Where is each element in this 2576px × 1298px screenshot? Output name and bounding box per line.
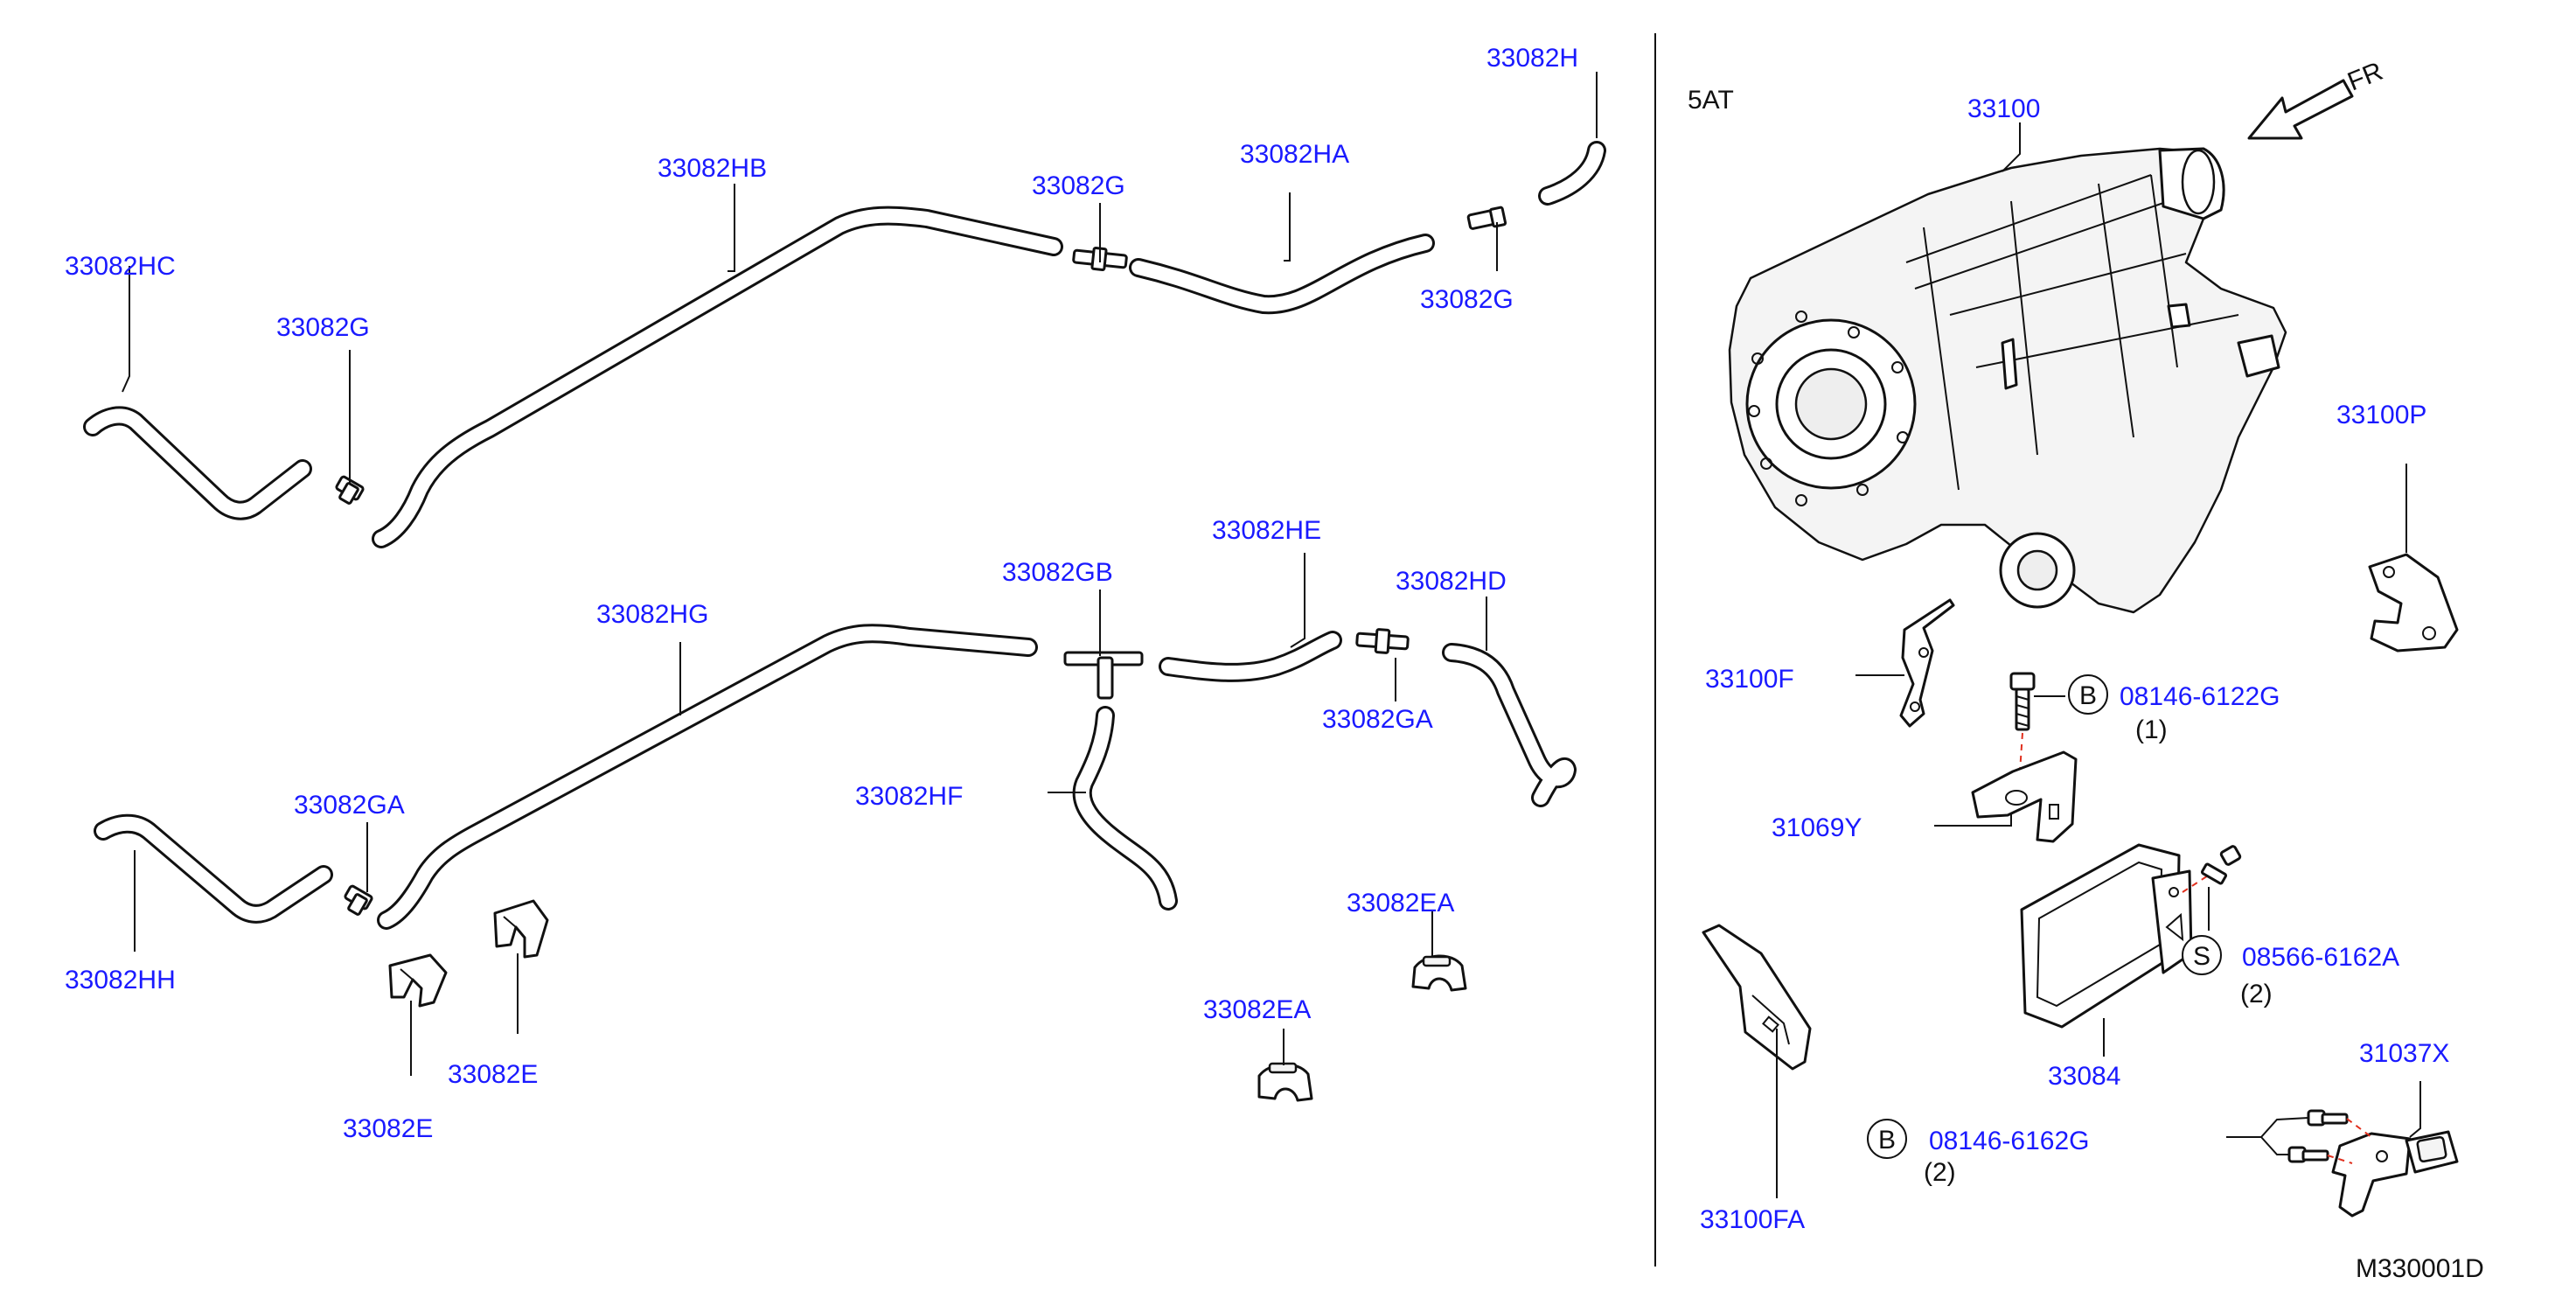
hose-33082H[interactable] [1538,141,1606,206]
bolt-08146-6162G-lower[interactable] [2287,1146,2329,1163]
hose-33082HC[interactable] [83,406,312,520]
screw-08566-6162A[interactable] [2200,845,2242,885]
label-33082HC[interactable]: 33082HC [65,252,176,281]
label-33082G-right[interactable]: 33082G [1420,285,1514,314]
tee-33082GB[interactable] [1063,651,1144,700]
sensor-31037X[interactable] [2331,1130,2459,1218]
label-33082HG[interactable]: 33082HG [596,600,708,629]
fastener-symbol: S [2193,942,2210,971]
fitting-33082GA-right[interactable] [1355,628,1410,654]
bracket-33100F[interactable] [1899,598,1955,728]
figure-code: M330001D [2356,1254,2484,1283]
label-08146-6122G[interactable]: 08146-6122G [2120,682,2280,711]
front-arrow-icon [2247,79,2354,140]
hose-33082HF[interactable] [1072,706,1178,911]
label-33082G-top[interactable]: 33082G [1032,171,1125,200]
label-33082EA-left[interactable]: 33082EA [1203,995,1311,1024]
bracket-33100FA[interactable] [1702,924,1812,1071]
hose-33082HG[interactable] [377,624,1038,930]
fastener-symbol-b-1: B [2068,674,2108,715]
fastener-symbol-b-2: B [1867,1119,1907,1159]
fastener-symbol: B [2079,681,2097,710]
upper-hose-assembly [83,141,1606,548]
qty-08146-6122G: (1) [2135,715,2168,744]
label-31037X[interactable]: 31037X [2359,1039,2449,1068]
clip-33082E-right[interactable] [493,899,549,959]
label-08566-6162A[interactable]: 08566-6162A [2242,943,2399,972]
variant-label: 5AT [1688,86,1734,115]
bracket-33100P[interactable] [2368,553,2459,652]
bracket-31069Y[interactable] [1971,750,2078,843]
label-33082GB[interactable]: 33082GB [1002,558,1113,587]
label-33082EA-right[interactable]: 33082EA [1347,889,1454,918]
label-33082H[interactable]: 33082H [1486,44,1578,73]
lower-hose-assembly [94,624,1577,930]
control-unit-33084[interactable] [2020,843,2193,1029]
label-33082E-right[interactable]: 33082E [448,1060,538,1089]
hose-33082HA[interactable] [1129,234,1435,315]
label-33100[interactable]: 33100 [1967,94,2040,123]
label-33100F[interactable]: 33100F [1705,665,1794,694]
label-33082HF[interactable]: 33082HF [855,782,963,811]
hose-33082HH[interactable] [94,813,333,924]
label-33082G-left[interactable]: 33082G [276,313,370,342]
label-08146-6162G[interactable]: 08146-6162G [1929,1127,2090,1155]
fitting-33082GA-left[interactable] [344,884,373,916]
label-33082HB[interactable]: 33082HB [658,154,767,183]
label-33100FA[interactable]: 33100FA [1700,1205,1805,1234]
bellhousing-bolts [1748,311,1909,506]
label-33082E-left[interactable]: 33082E [343,1114,433,1143]
label-33082GA-left[interactable]: 33082GA [294,791,405,820]
qty-08146-6162G: (2) [1924,1158,1956,1187]
label-33082HH[interactable]: 33082HH [65,966,176,994]
label-31069Y[interactable]: 31069Y [1772,813,1862,842]
label-33082GA-right[interactable]: 33082GA [1322,705,1433,734]
bolt-08146-6162G-upper[interactable] [2307,1109,2349,1127]
qty-08566-6162A: (2) [2240,980,2273,1008]
hose-33082HD[interactable] [1442,643,1577,807]
label-33100P[interactable]: 33100P [2336,401,2426,429]
fastener-symbol: B [1878,1126,1896,1155]
fitting-33082G-right[interactable] [1466,206,1507,230]
label-33082HA[interactable]: 33082HA [1240,140,1349,169]
clip-33082EA-right[interactable] [1411,954,1467,992]
leader-lines [122,72,2421,1198]
transfer-case-33100[interactable] [1728,147,2287,614]
clip-33082EA-left[interactable] [1257,1062,1313,1102]
hose-33082HB[interactable] [372,206,1063,548]
hose-33082HE[interactable] [1159,631,1342,682]
fitting-33082G-left[interactable] [335,475,365,505]
label-33084[interactable]: 33084 [2048,1062,2120,1091]
bolt-08146-6122G[interactable] [2009,672,2036,731]
bolt-guide-lines [2327,1118,2372,1164]
fastener-symbol-s: S [2182,935,2222,975]
clip-33082E-left[interactable] [388,953,448,1008]
label-33082HE[interactable]: 33082HE [1212,516,1321,545]
label-33082HD[interactable]: 33082HD [1396,567,1507,596]
